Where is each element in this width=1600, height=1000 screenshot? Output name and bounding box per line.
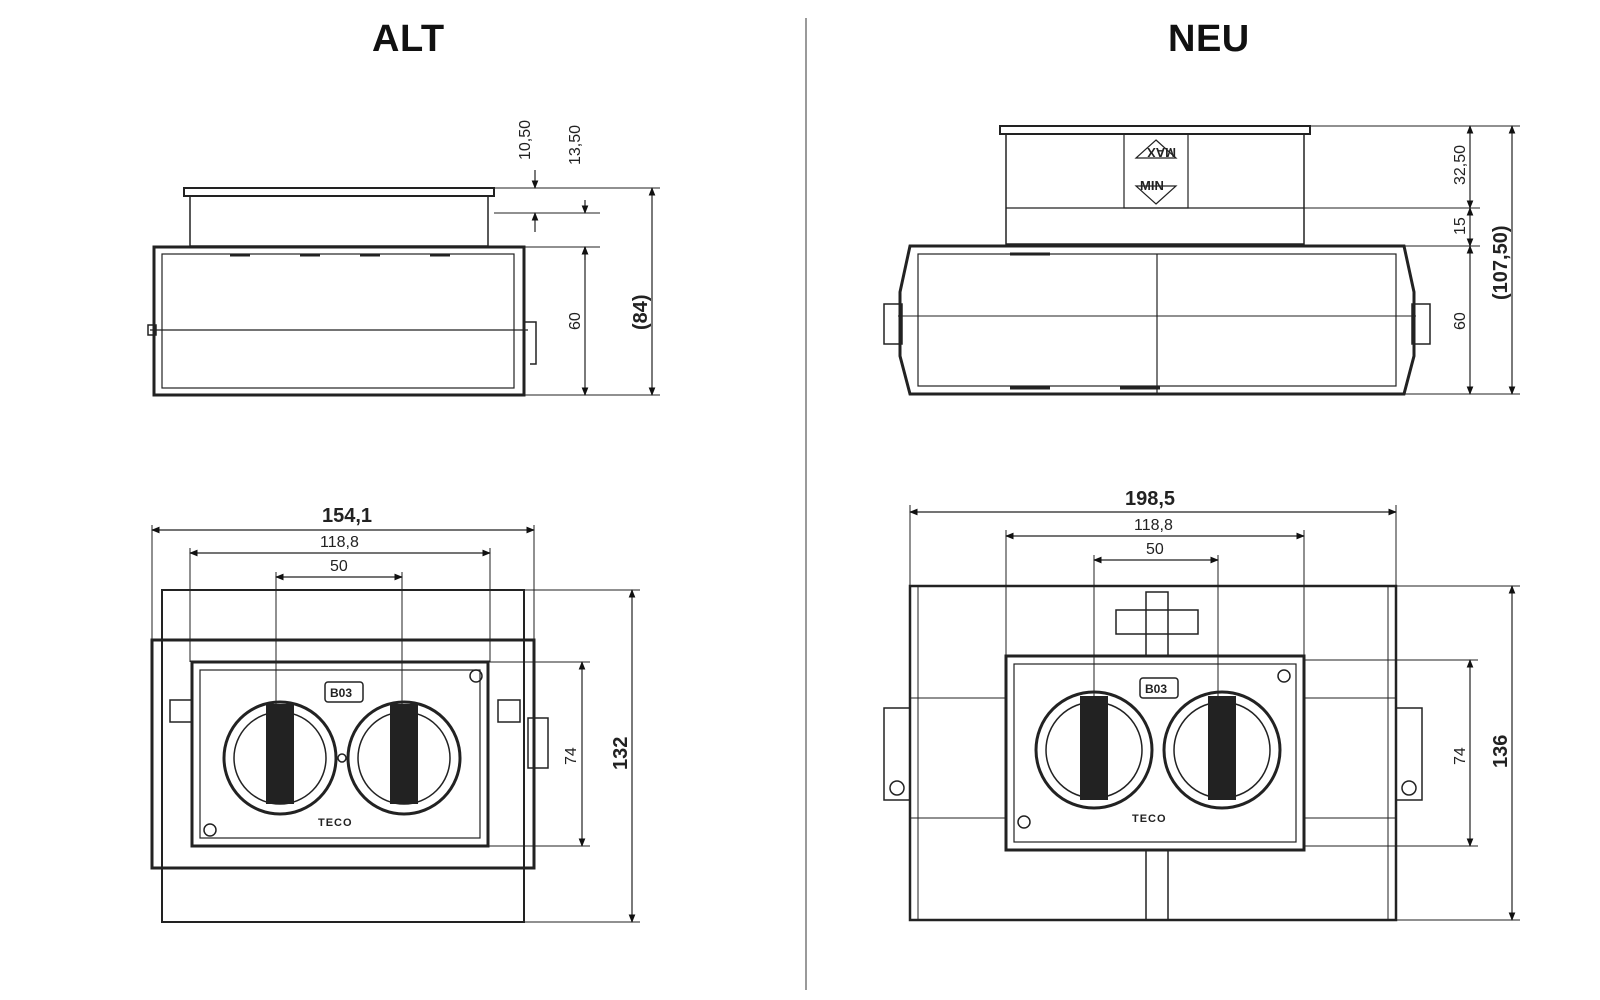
alt-dim-13-50: 13,50	[567, 125, 584, 165]
alt-label-b03: B03	[330, 686, 352, 700]
neu-dim-15: 15	[1452, 217, 1469, 235]
alt-brand: TECO	[318, 817, 353, 829]
neu-min-label: MIN	[1140, 178, 1164, 193]
neu-side-view	[883, 125, 1520, 396]
alt-dim-132: 132	[610, 737, 632, 770]
alt-dim-118-8: 118,8	[320, 534, 359, 551]
heading-neu: NEU	[1168, 18, 1250, 60]
alt-dim-74: 74	[563, 747, 580, 765]
neu-max-label: MAX	[1147, 145, 1176, 160]
alt-dim-84: (84)	[630, 294, 652, 330]
neu-dim-198-5: 198,5	[1125, 488, 1175, 510]
alt-top-view	[150, 525, 640, 923]
heading-alt: ALT	[372, 18, 445, 60]
neu-dim-50: 50	[1146, 541, 1164, 558]
neu-label-b03: B03	[1145, 682, 1167, 696]
alt-dim-50: 50	[330, 558, 348, 575]
neu-dim-107-50: (107,50)	[1490, 226, 1512, 301]
neu-dim-74: 74	[1452, 747, 1469, 765]
neu-dim-32-50: 32,50	[1452, 145, 1469, 185]
alt-dim-154-1: 154,1	[322, 505, 372, 527]
neu-dim-118-8: 118,8	[1134, 517, 1173, 534]
neu-top-view	[883, 505, 1520, 922]
column-divider	[805, 18, 807, 990]
neu-brand: TECO	[1132, 813, 1167, 825]
alt-dim-60: 60	[567, 312, 584, 330]
alt-dim-10-50: 10,50	[517, 120, 534, 160]
neu-dim-136: 136	[1490, 735, 1512, 768]
alt-side-view	[147, 170, 660, 397]
neu-dim-60: 60	[1452, 312, 1469, 330]
